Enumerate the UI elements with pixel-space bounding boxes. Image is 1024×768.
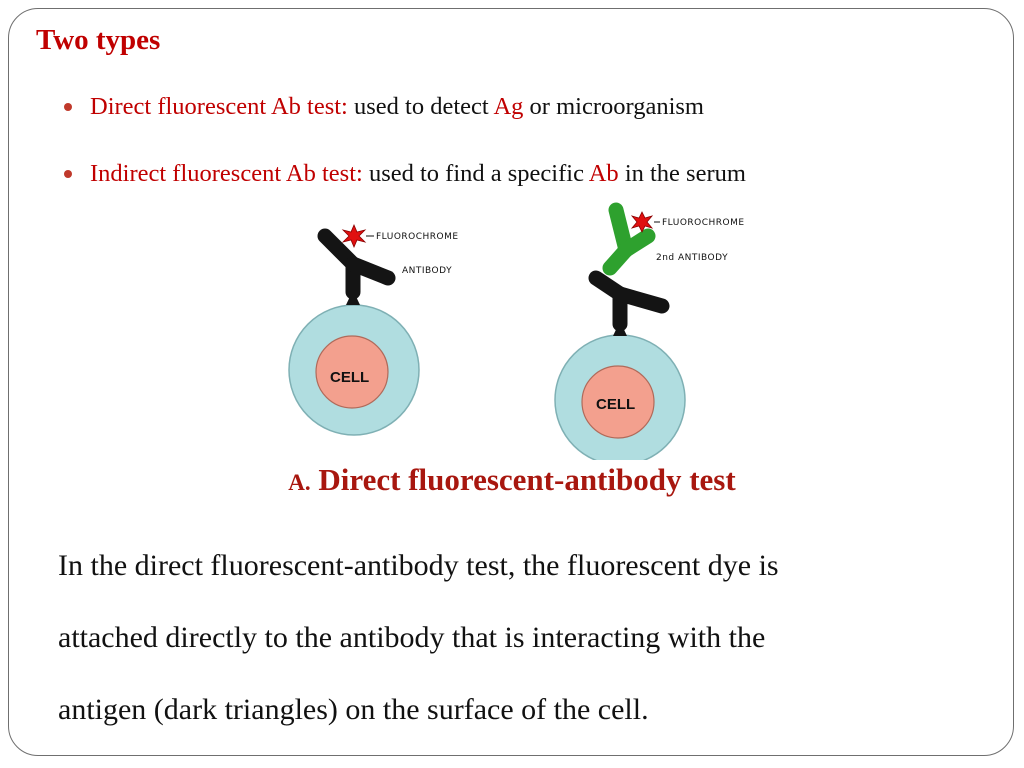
figure-caption: A. Direct fluorescent-antibody test <box>0 462 1024 498</box>
antibody-shape <box>317 228 396 300</box>
antibody-diagram: CELL FLUOROCHROME ANTIBODY CELL <box>288 202 745 460</box>
slide-frame <box>8 8 1014 756</box>
bullet-direct: Direct fluorescent Ab test: used to dete… <box>64 93 704 121</box>
bullet-body: used to detect <box>353 93 489 120</box>
slide-title: Two types <box>36 24 161 56</box>
cell-label: CELL <box>596 396 635 413</box>
direct-diagram: CELL FLUOROCHROME ANTIBODY <box>288 223 459 436</box>
bullet-indirect: Indirect fluorescent Ab test: used to fi… <box>64 160 746 188</box>
paragraph-line: antigen (dark triangles) on the surface … <box>58 693 649 726</box>
primary-antibody-shape <box>588 270 670 332</box>
indirect-diagram: CELL FLUOROCHROME 2nd ANTIBODY <box>554 202 745 460</box>
fluorochrome-icon <box>341 223 367 249</box>
paragraph-line: In the direct fluorescent-antibody test,… <box>58 549 779 582</box>
bullet-text: Direct fluorescent Ab test: used to dete… <box>70 93 704 120</box>
paragraph-line: attached directly to the antibody that i… <box>58 621 766 654</box>
cell-label: CELL <box>330 369 369 386</box>
bullet-body-end: or microorganism <box>529 93 704 120</box>
bullet-text: Indirect fluorescent Ab test: used to fi… <box>70 160 746 187</box>
description-paragraph: In the direct fluorescent-antibody test,… <box>58 530 958 746</box>
secondary-antibody-shape <box>602 202 656 276</box>
cell-nucleus <box>581 365 655 439</box>
bullet-term: Indirect fluorescent Ab test: <box>90 160 363 187</box>
fluorochrome-label: FLUOROCHROME <box>376 232 459 242</box>
caption-text: Direct fluorescent-antibody test <box>318 462 736 497</box>
cell-nucleus <box>315 335 389 409</box>
fluorochrome-label: FLUOROCHROME <box>662 218 745 228</box>
fluorochrome-icon <box>630 211 654 233</box>
bullet-highlight: Ag <box>493 93 524 120</box>
bullet-body: used to find a specific <box>368 160 584 187</box>
secondary-antibody-label: 2nd ANTIBODY <box>656 253 728 263</box>
caption-prefix: A. <box>288 470 311 495</box>
bullet-dot <box>64 170 72 178</box>
bullet-body-end: in the serum <box>624 160 746 187</box>
bullet-highlight: Ab <box>588 160 619 187</box>
bullet-term: Direct fluorescent Ab test: <box>90 93 348 120</box>
antibody-label: ANTIBODY <box>402 266 452 276</box>
bullet-dot <box>64 103 72 111</box>
